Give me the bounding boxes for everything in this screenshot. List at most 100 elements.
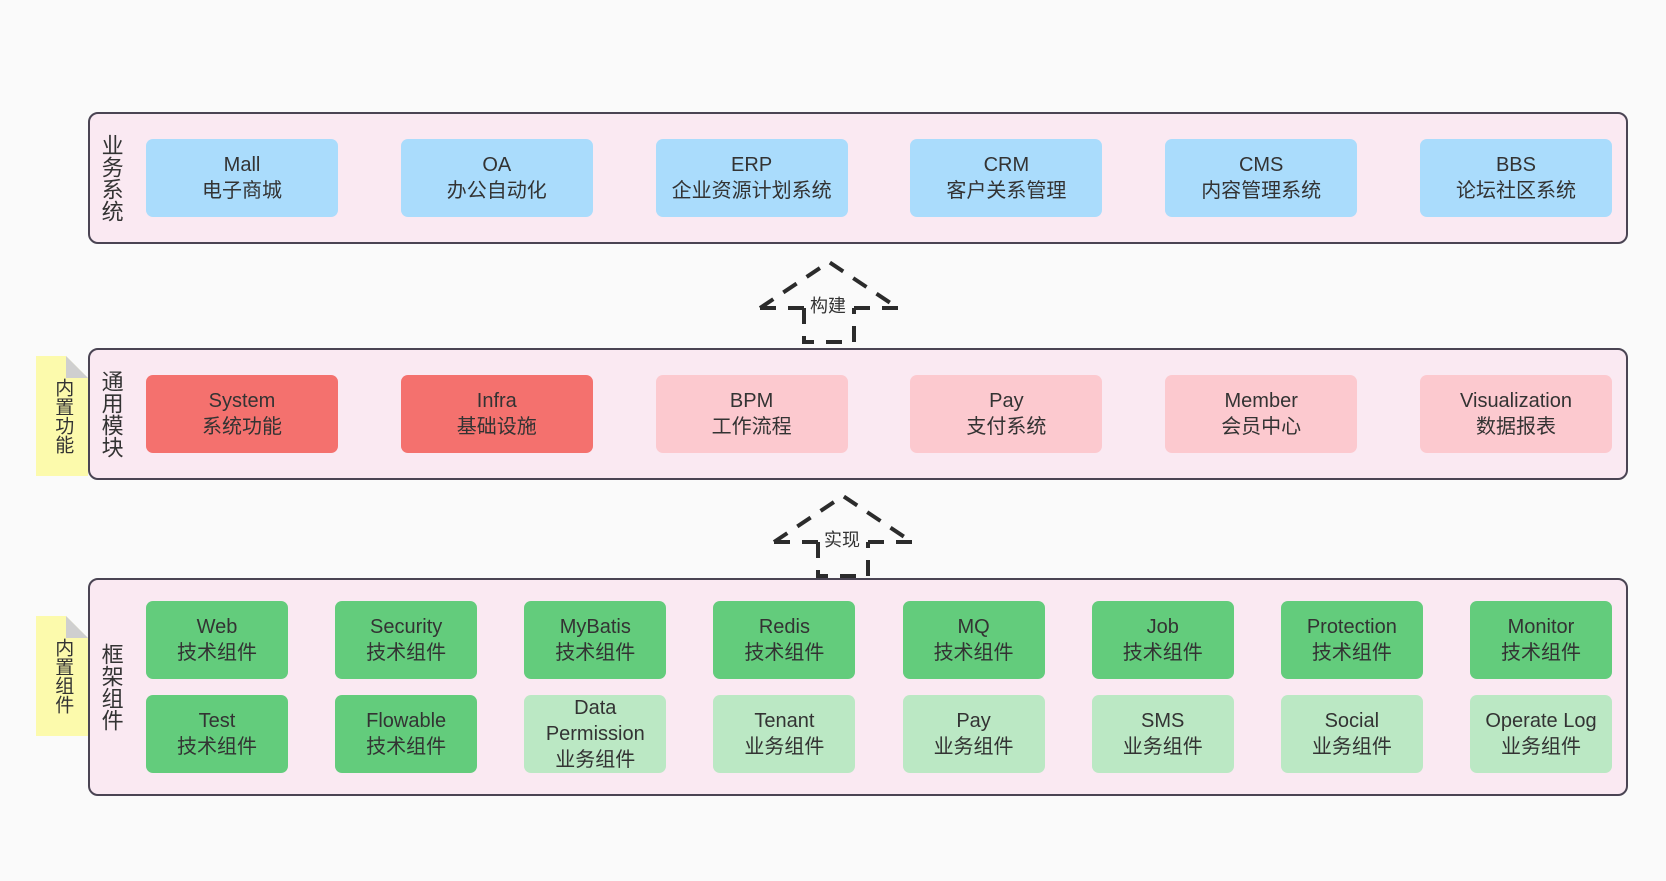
card-title: MQ <box>957 616 990 638</box>
card-subtitle: 论坛社区系统 <box>1455 180 1576 202</box>
card-subtitle: 办公自动化 <box>446 180 547 202</box>
card-title: Mall <box>223 154 261 176</box>
card-mall[interactable]: Mall 电子商城 <box>146 139 338 217</box>
card-title: Data <box>574 697 617 719</box>
card-tenant[interactable]: Tenant 业务组件 <box>713 695 856 773</box>
card-pay[interactable]: Pay 业务组件 <box>902 695 1045 773</box>
note-fold-corner-icon <box>66 356 88 378</box>
card-title: OA <box>482 154 512 176</box>
card-web[interactable]: Web 技术组件 <box>146 601 288 679</box>
card-subtitle: 数据报表 <box>1475 416 1556 438</box>
connector-implement-label: 实现 <box>824 530 860 550</box>
card-flowable[interactable]: Flowable 技术组件 <box>335 695 478 773</box>
card-subtitle: 系统功能 <box>202 416 282 438</box>
card-erp[interactable]: ERP 企业资源计划系统 <box>655 139 848 217</box>
card-bpm[interactable]: BPM 工作流程 <box>655 375 848 453</box>
card-subtitle: 业务组件 <box>555 749 636 771</box>
card-subtitle: 技术组件 <box>1500 642 1581 664</box>
card-subtitle: 技术组件 <box>933 642 1014 664</box>
card-sms[interactable]: SMS 业务组件 <box>1091 695 1234 773</box>
card-infra[interactable]: Infra 基础设施 <box>400 375 593 453</box>
connector-build-label: 构建 <box>810 296 846 316</box>
card-subtitle: 业务组件 <box>933 736 1014 758</box>
card-title: SMS <box>1141 710 1185 732</box>
card-bbs[interactable]: BBS 论坛社区系统 <box>1419 139 1612 217</box>
card-test[interactable]: Test 技术组件 <box>146 695 288 773</box>
card-title: Security <box>370 616 443 638</box>
card-title: Redis <box>758 616 810 638</box>
card-subtitle: 客户关系管理 <box>946 180 1067 202</box>
card-title: BPM <box>729 390 774 412</box>
card-subtitle: 业务组件 <box>1500 736 1581 758</box>
card-subtitle: 技术组件 <box>555 642 636 664</box>
card-title: Monitor <box>1507 616 1575 638</box>
card-subtitle: 内容管理系统 <box>1201 180 1322 202</box>
card-oa[interactable]: OA 办公自动化 <box>400 139 593 217</box>
card-title: Tenant <box>754 710 815 732</box>
card-title: Infra <box>476 390 517 412</box>
card-protection[interactable]: Protection 技术组件 <box>1280 601 1423 679</box>
card-system[interactable]: System 系统功能 <box>146 375 338 453</box>
card-title: Flowable <box>366 710 447 732</box>
layer-label-common-module: 通用模块 <box>98 370 124 458</box>
card-subtitle: 技术组件 <box>1311 642 1392 664</box>
card-redis[interactable]: Redis 技术组件 <box>713 601 856 679</box>
note-fold-corner-icon <box>66 616 88 638</box>
card-subtitle: 支付系统 <box>966 416 1047 438</box>
card-title: Member <box>1224 390 1298 412</box>
card-subtitle: 业务组件 <box>1311 736 1392 758</box>
card-operate-log[interactable]: Operate Log 业务组件 <box>1469 695 1612 773</box>
card-title: Operate Log <box>1485 710 1597 732</box>
card-title-line2: Permission <box>545 723 645 745</box>
card-title: Pay <box>956 710 991 732</box>
card-cms[interactable]: CMS 内容管理系统 <box>1165 139 1358 217</box>
card-subtitle: 企业资源计划系统 <box>671 180 832 202</box>
card-subtitle: 技术组件 <box>177 642 257 664</box>
card-visualization[interactable]: Visualization 数据报表 <box>1419 375 1612 453</box>
layer-label-business-system: 业务系统 <box>98 134 124 222</box>
card-subtitle: 技术组件 <box>366 642 447 664</box>
card-security[interactable]: Security 技术组件 <box>335 601 478 679</box>
note-built-in-function-wrap: 内置功能 <box>36 356 88 476</box>
card-subtitle: 技术组件 <box>366 736 447 758</box>
card-subtitle: 业务组件 <box>1122 736 1203 758</box>
card-subtitle: 基础设施 <box>456 416 537 438</box>
layer-label-framework-component: 框架组件 <box>98 643 124 731</box>
card-subtitle: 工作流程 <box>711 416 792 438</box>
card-title: BBS <box>1495 154 1536 176</box>
card-title: System <box>208 390 276 412</box>
card-subtitle: 电子商城 <box>202 180 282 202</box>
card-mybatis[interactable]: MyBatis 技术组件 <box>524 601 667 679</box>
card-subtitle: 技术组件 <box>1122 642 1203 664</box>
card-mq[interactable]: MQ 技术组件 <box>902 601 1045 679</box>
card-subtitle: 技术组件 <box>744 642 825 664</box>
note-built-in-component-wrap: 内置组件 <box>36 616 88 736</box>
card-subtitle: 技术组件 <box>177 736 257 758</box>
card-title: Visualization <box>1460 390 1572 412</box>
card-title: CMS <box>1238 154 1284 176</box>
card-subtitle: 业务组件 <box>744 736 825 758</box>
card-title: Web <box>196 616 238 638</box>
card-title: Protection <box>1306 616 1397 638</box>
card-title: MyBatis <box>559 616 631 638</box>
card-title: ERP <box>731 154 773 176</box>
card-title: Test <box>198 710 236 732</box>
card-monitor[interactable]: Monitor 技术组件 <box>1469 601 1612 679</box>
